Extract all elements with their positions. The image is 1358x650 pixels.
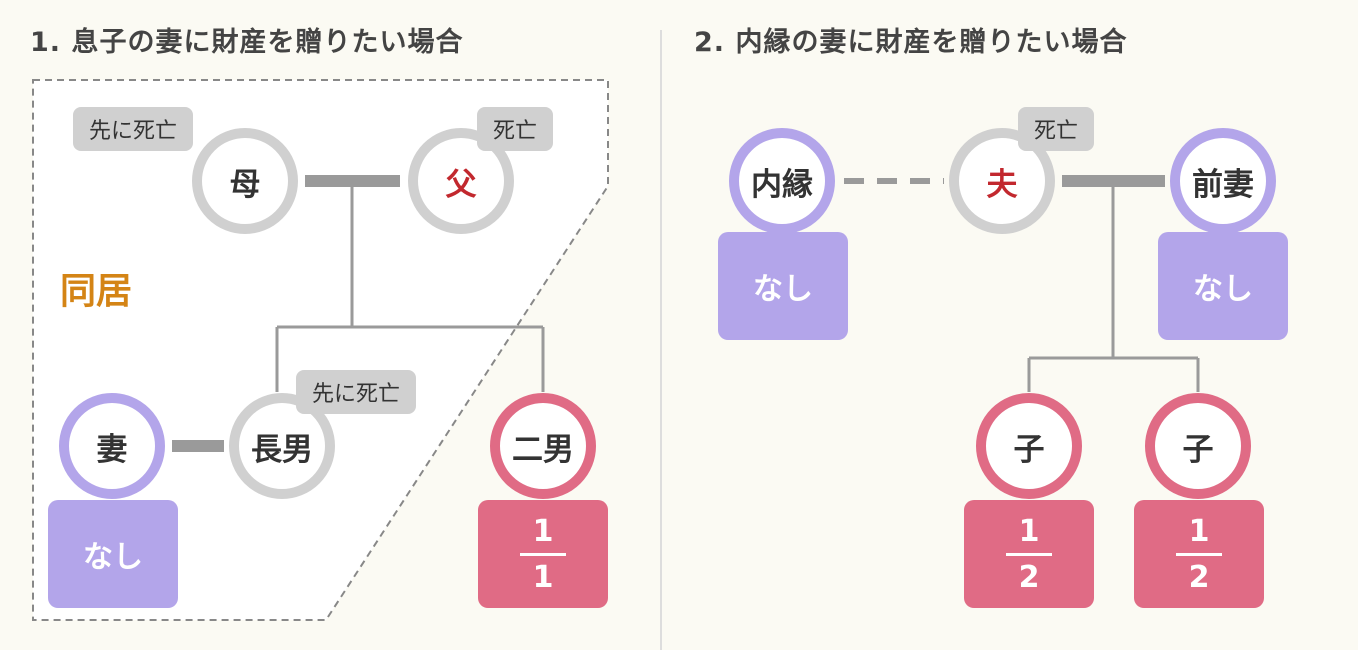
child1-share-numerator: 1 [1018,513,1040,549]
child1-share-fraction: 1 2 [1006,515,1052,594]
father-label: 父 [445,166,477,203]
eldest-son-label: 長男 [251,431,313,468]
second-son-share-box: 1 1 [478,500,608,608]
husband-status-tag: 死亡 [1018,107,1095,151]
wife-node: 妻 [59,393,165,499]
child2-share-box: 1 2 [1134,500,1264,608]
second-son-node: 二男 [490,393,596,499]
second-son-label: 二男 [512,431,574,468]
partner-share: なし [753,272,813,307]
child2-node: 子 [1145,393,1251,499]
husband-label: 夫 [986,166,1018,203]
wife-share: なし [83,540,143,575]
ex-wife-share: なし [1193,272,1253,307]
ex-wife-share-box: なし [1158,232,1288,340]
child1-share-box: 1 2 [964,500,1094,608]
section2-title: 2. 内縁の妻に財産を贈りたい場合 [694,27,1128,58]
partner-node: 内縁 [729,128,835,234]
child1-node: 子 [976,393,1082,499]
child2-share-numerator: 1 [1188,513,1210,549]
child2-share-fraction: 1 2 [1176,515,1222,594]
partner-share-box: なし [718,232,848,340]
mother-node: 母 [192,128,298,234]
father-node: 父 [408,128,514,234]
child1-label: 子 [1013,431,1045,468]
fraction-bar [520,552,566,556]
second-son-share-numerator: 1 [532,513,554,549]
father-status-tag: 死亡 [477,107,554,151]
cohabit-label: 同居 [60,271,133,312]
section1-title: 1. 息子の妻に財産を贈りたい場合 [30,27,464,58]
child1-share-denominator: 2 [1018,559,1040,595]
fraction-bar [1006,552,1052,556]
ex-wife-node: 前妻 [1170,128,1276,234]
child2-share-denominator: 2 [1188,559,1210,595]
mother-status-tag: 先に死亡 [73,107,194,151]
second-son-share-fraction: 1 1 [520,515,566,594]
eldest-son-status-tag: 先に死亡 [296,370,417,414]
section-divider [660,30,662,650]
fraction-bar [1176,552,1222,556]
ex-wife-label: 前妻 [1192,166,1254,203]
mother-label: 母 [229,166,261,203]
partner-label: 内縁 [751,166,813,203]
child2-label: 子 [1182,431,1214,468]
wife-share-box: なし [48,500,178,608]
wife-label: 妻 [96,431,128,468]
second-son-share-denominator: 1 [532,559,554,595]
